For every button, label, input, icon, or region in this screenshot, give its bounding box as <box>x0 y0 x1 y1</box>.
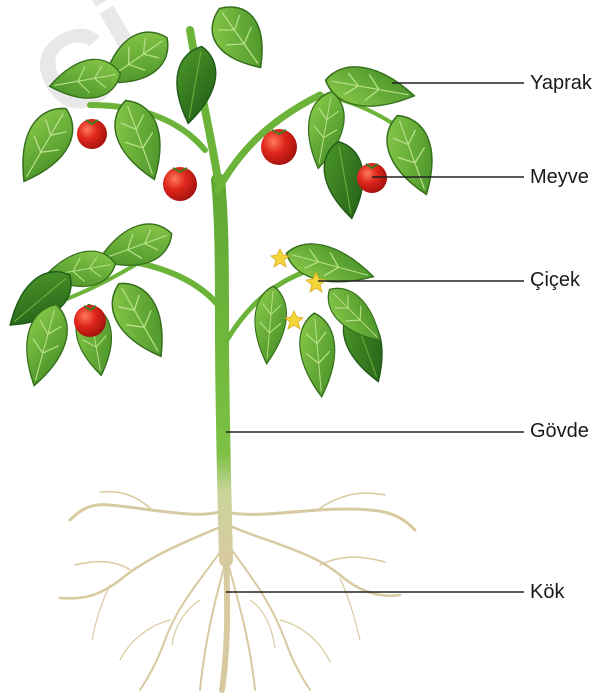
label-root: Kök <box>530 582 564 602</box>
label-leaf: Yaprak <box>530 73 592 93</box>
label-fruit: Meyve <box>530 167 589 187</box>
label-stem: Gövde <box>530 421 589 441</box>
label-flower: Çiçek <box>530 270 580 290</box>
roots <box>60 492 415 690</box>
